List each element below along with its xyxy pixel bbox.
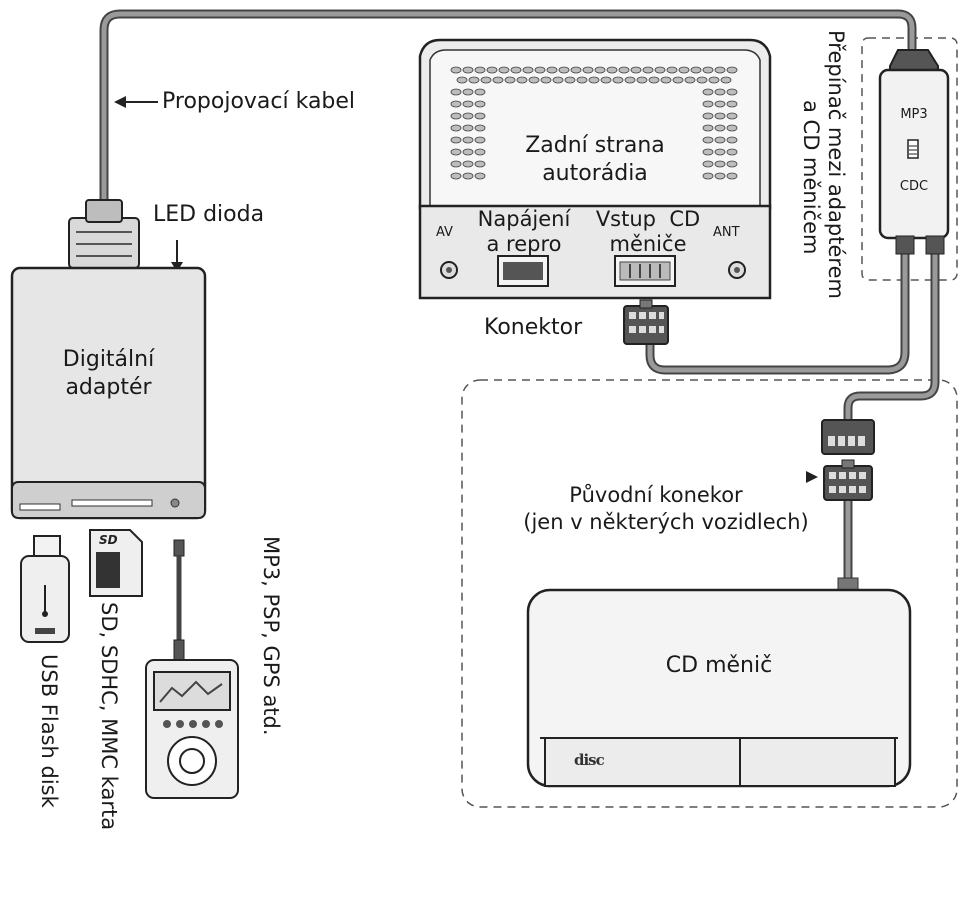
sd-label: SD, SDHC, MMC karta: [97, 602, 121, 831]
power-label: Napájení a repro: [468, 207, 580, 257]
usb-label: USB Flash disk: [37, 654, 61, 808]
car-radio: [418, 38, 772, 300]
interconnect-cable: [99, 9, 917, 210]
led-label: LED dioda: [153, 202, 265, 227]
radio-connector-plug: [623, 299, 669, 345]
switch-cdc-label: CDC: [899, 179, 929, 194]
adapter-label: Digitální adaptér: [12, 347, 205, 401]
mp3-player: [145, 539, 239, 799]
original-connector-label: Původní konekor (jen v některých vozidle…: [476, 483, 856, 535]
cd-input-label-line1: Vstup CD: [595, 207, 701, 231]
switch-module: [878, 49, 950, 255]
connector-cable: [645, 245, 940, 425]
switch-label-line1: Přepínač mezi adaptérem: [824, 30, 848, 299]
sd-card: [89, 529, 143, 597]
adapter-label-line1: Digitální: [62, 347, 155, 372]
radio-label-line1: Zadní strana: [525, 133, 665, 158]
switch-label-line2: a CD měničem: [798, 100, 823, 255]
radio-label-line2: autorádia: [542, 161, 648, 187]
connector-label: Konektor: [484, 315, 583, 340]
original-connector-arrow: [806, 471, 818, 483]
original-connector-label-line2: (jen v některých vozidlech): [523, 510, 809, 535]
power-label-line1: Napájení: [477, 207, 571, 231]
original-connector-upper: [821, 419, 875, 455]
cd-input-label-line2: měniče: [609, 232, 687, 257]
ant-label: ANT: [713, 225, 740, 240]
cd-changer-label: CD měnič: [665, 653, 773, 678]
original-connector-lower: [823, 459, 873, 501]
digital-adapter: [10, 199, 207, 520]
cd-input-label: Vstup CD měniče: [588, 207, 708, 257]
switch-dashed-box: [861, 37, 958, 281]
power-label-line2: a repro: [486, 232, 562, 257]
usb-flash-disk: [20, 535, 70, 643]
sd-logo: SD: [99, 533, 118, 547]
adapter-label-line2: adaptér: [65, 375, 152, 401]
mp3-label: MP3, PSP, GPS atd.: [259, 536, 283, 736]
original-connector-label-line1: Původní konekor: [569, 483, 743, 507]
cable-label: Propojovací kabel: [162, 89, 356, 114]
cable-arrow: [114, 96, 158, 108]
radio-label: Zadní strana autorádia: [430, 133, 760, 187]
cd-changer-dashed-box: [461, 379, 958, 808]
av-label: AV: [436, 225, 453, 240]
disc-logo: disc: [574, 751, 605, 769]
switch-mp3-label: MP3: [900, 107, 928, 122]
switch-label: Přepínač mezi adaptérem a CD měničem: [798, 30, 848, 299]
cd-changer: [526, 588, 912, 788]
